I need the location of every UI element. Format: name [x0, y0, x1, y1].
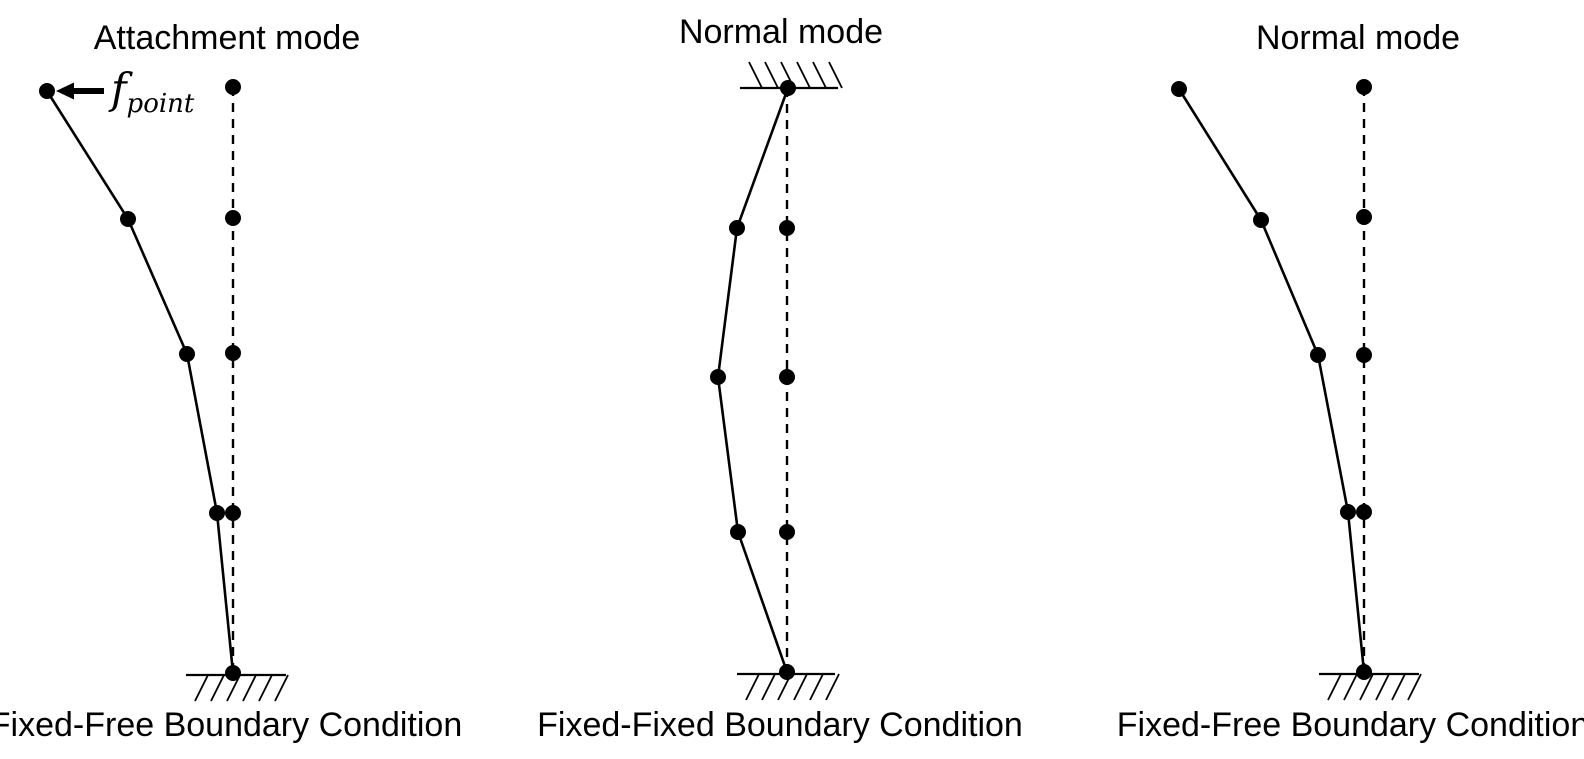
panel-normal-mode-fixed-free: Normal mode Fixed-Free Boundary Conditio…	[1117, 19, 1584, 744]
hatch-mark	[1327, 673, 1342, 701]
undeformed-node	[779, 369, 795, 385]
undeformed-node	[779, 220, 795, 236]
mode-shape-node	[120, 211, 136, 227]
undeformed-node	[1356, 347, 1372, 363]
hatch-mark	[796, 61, 811, 89]
mode-shape-line	[45, 90, 235, 674]
hatch-mark	[793, 673, 808, 701]
mode-shape-node	[1253, 212, 1269, 228]
panel-attachment-mode-fixed-free: Attachment mode fpoint Fixed-Free Bounda…	[0, 19, 462, 744]
undeformed-node	[1356, 79, 1372, 95]
hatch-mark	[825, 673, 840, 701]
hatch-mark	[809, 673, 824, 701]
hatch-mark	[745, 673, 760, 701]
undeformed-node	[225, 505, 241, 521]
mode-shape-node	[1171, 81, 1187, 97]
undeformed-node	[779, 524, 795, 540]
hatch-mark	[1343, 673, 1358, 701]
hatch-mark	[1391, 673, 1406, 701]
hatch-mark	[242, 674, 257, 702]
hatch-mark	[812, 61, 827, 89]
mode-shape-node	[1356, 664, 1372, 680]
mode-shape-line	[716, 87, 790, 673]
panel-normal-mode-fixed-fixed: Normal mode Fixed-Fixed Boundary Conditi…	[537, 13, 1023, 744]
panel-caption: Fixed-Fixed Boundary Condition	[537, 706, 1023, 744]
mode-shape-node	[780, 80, 796, 96]
panel-title: Normal mode	[1256, 19, 1460, 57]
mode-shape-node	[710, 369, 726, 385]
panel-title: Attachment mode	[94, 19, 360, 57]
hatch-mark	[274, 674, 289, 702]
undeformed-node	[225, 210, 241, 226]
hatch-mark	[210, 674, 225, 702]
mode-shape-node	[179, 346, 195, 362]
hatch-mark	[1407, 673, 1422, 701]
panel-caption: Fixed-Free Boundary Condition	[1117, 706, 1584, 744]
mode-shape-node	[730, 524, 746, 540]
panel-caption: Fixed-Free Boundary Condition	[0, 706, 462, 744]
undeformed-node	[225, 345, 241, 361]
force-arrow-head	[56, 82, 74, 100]
normal-mode-fixed-free-diagram	[1171, 79, 1422, 701]
force-label: fpoint	[108, 64, 195, 119]
mode-shape-node	[1340, 504, 1356, 520]
undeformed-node	[1356, 504, 1372, 520]
hatch-mark	[828, 61, 843, 89]
mode-shape-line	[1177, 88, 1366, 673]
hatch-mark	[761, 673, 776, 701]
hatch-mark	[764, 61, 779, 89]
panel-title: Normal mode	[679, 13, 883, 51]
attachment-mode-diagram	[39, 79, 289, 702]
force-arrow	[56, 82, 104, 100]
undeformed-node	[225, 79, 241, 95]
mode-shape-node	[1310, 347, 1326, 363]
hatch-mark	[1375, 673, 1390, 701]
mode-shape-node	[209, 505, 225, 521]
hatch-mark	[1359, 673, 1374, 701]
mode-shape-node	[39, 83, 55, 99]
mode-shape-node	[225, 665, 241, 681]
force-label-subscript: point	[127, 89, 195, 119]
hatch-mark	[194, 674, 209, 702]
undeformed-node	[1356, 209, 1372, 225]
mode-shape-node	[729, 220, 745, 236]
normal-mode-fixed-fixed-diagram	[710, 61, 843, 701]
hatch-mark	[748, 61, 763, 89]
ground-support	[1319, 672, 1422, 701]
hatch-mark	[258, 674, 273, 702]
mode-shape-node	[779, 664, 795, 680]
